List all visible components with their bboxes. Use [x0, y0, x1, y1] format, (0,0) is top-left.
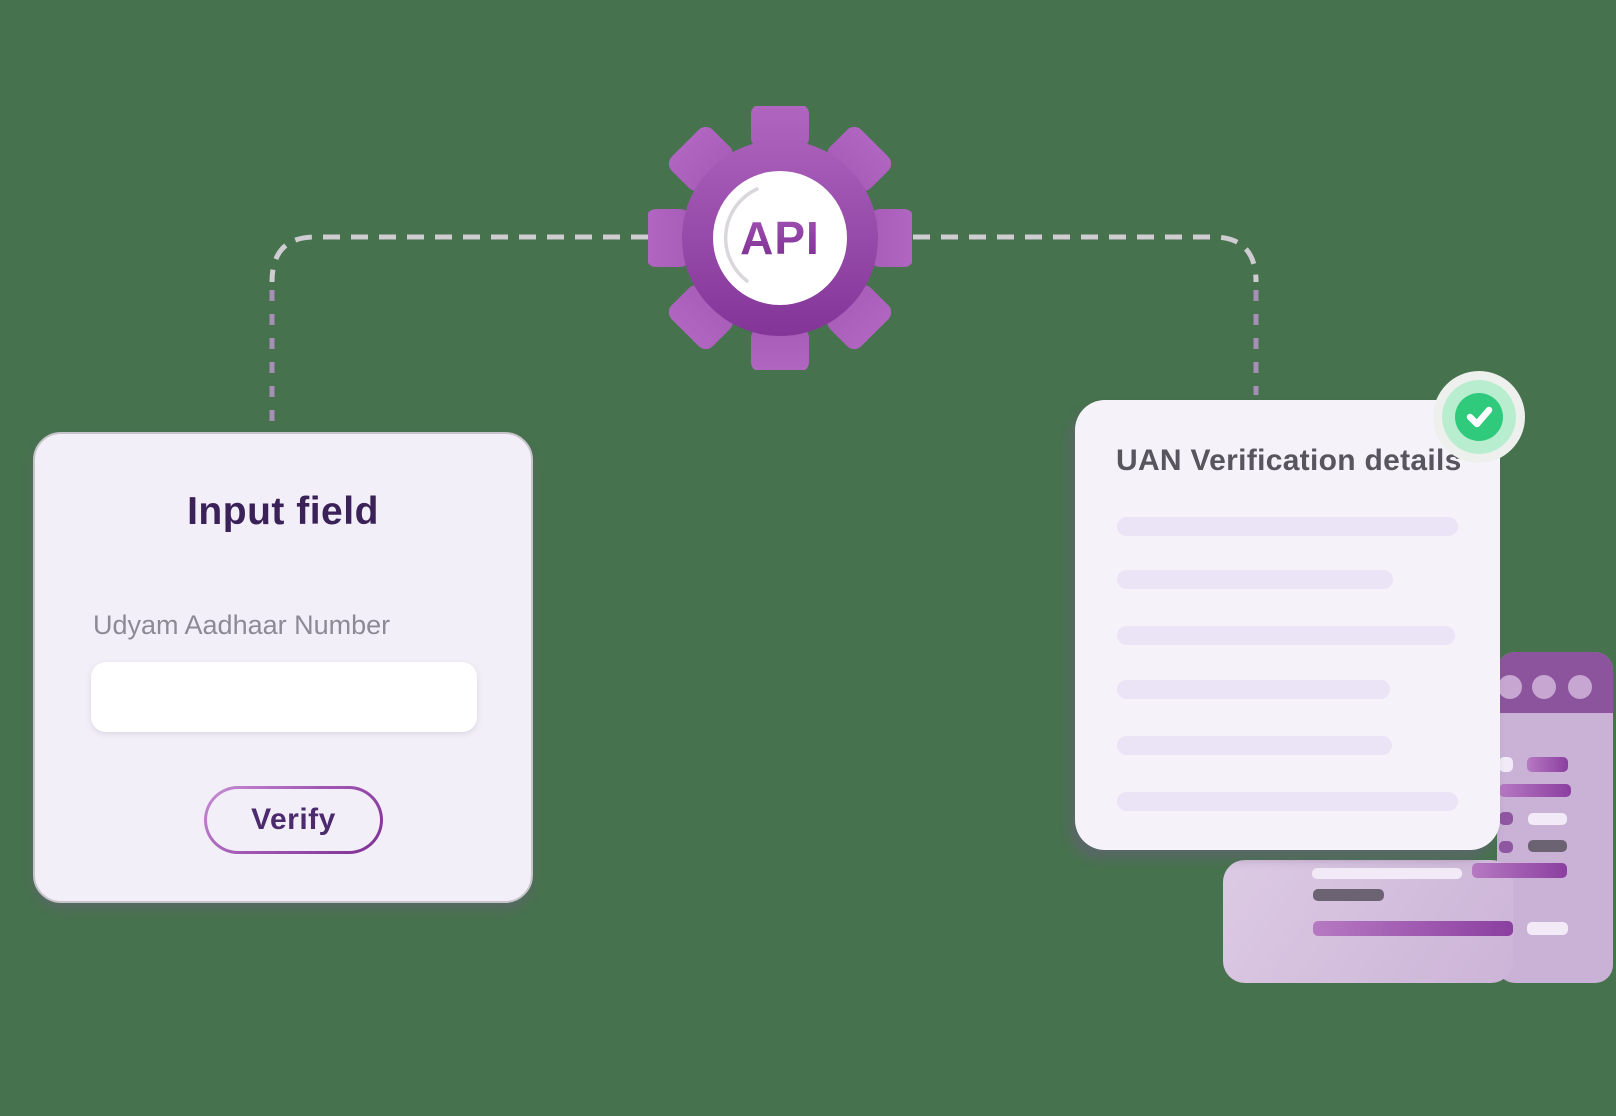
udyam-aadhaar-input[interactable] [91, 662, 477, 732]
circle-highlight-arc [724, 187, 759, 283]
verified-badge [1433, 371, 1525, 463]
input-card-title: Input field [187, 490, 379, 533]
udyam-aadhaar-label: Udyam Aadhaar Number [93, 610, 391, 640]
browser-window-mockup [1497, 652, 1613, 983]
placeholder-bar [1117, 517, 1458, 536]
verify-button[interactable]: Verify [204, 786, 383, 854]
window-control-dot [1498, 675, 1522, 699]
result-card-title: UAN Verification details [1116, 444, 1462, 477]
api-circle [713, 171, 847, 305]
window-control-dot [1532, 675, 1556, 699]
placeholder-bar [1117, 626, 1455, 645]
placeholder-bar [1117, 680, 1390, 699]
uan-verification-card: UAN Verification details [1075, 400, 1500, 850]
api-label: API [740, 212, 820, 264]
check-icon [1455, 393, 1503, 441]
placeholder-bar [1117, 792, 1458, 811]
background-panel [1223, 860, 1513, 983]
api-gear-icon: API [646, 104, 914, 372]
placeholder-bar [1117, 570, 1393, 589]
connector-left-horizontal [269, 234, 648, 283]
window-control-dot [1568, 675, 1592, 699]
connector-right-horizontal [913, 234, 1259, 283]
verified-badge-ring [1442, 380, 1516, 454]
input-field-card: Input field Udyam Aadhaar Number Verify [33, 432, 533, 903]
placeholder-bar [1117, 736, 1392, 755]
